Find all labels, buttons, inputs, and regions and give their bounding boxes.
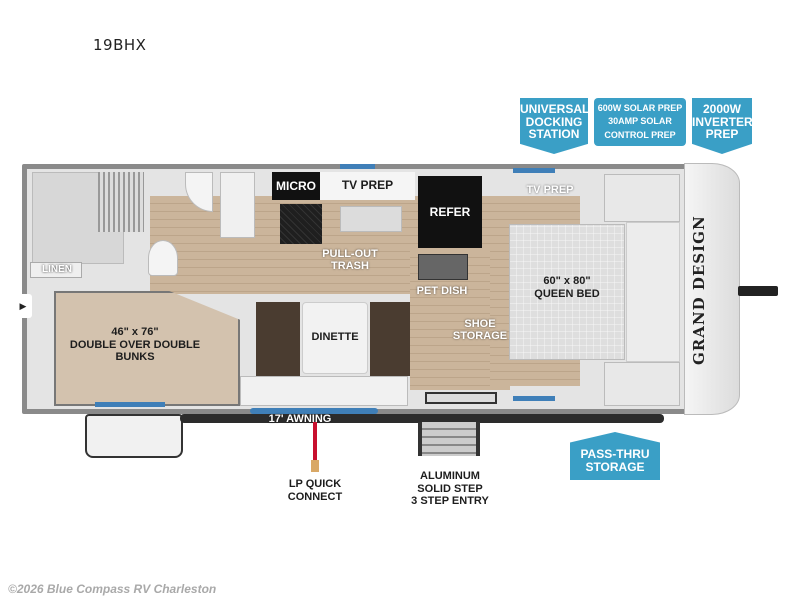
window-bunk [95, 402, 165, 407]
callout-line: STATION [528, 127, 580, 142]
label-bunks: 46" x 76" DOUBLE OVER DOUBLE BUNKS [60, 326, 210, 364]
label-line: SHOE [464, 318, 496, 330]
lp-line [313, 422, 317, 462]
label-line: 60" x 80" [543, 275, 591, 287]
label-shoe-storage: SHOE STORAGE [448, 318, 512, 342]
pantry [220, 172, 255, 238]
model-name: 19BHX [93, 36, 147, 54]
nightstand-panel [626, 222, 680, 362]
shower-curtain [98, 172, 144, 232]
callout-line: UNIVERSAL [520, 102, 590, 117]
callout-universal-docking: UNIVERSAL DOCKING STATION [520, 98, 588, 154]
callout-line: DOCKING [525, 114, 583, 129]
callout-inverter-prep: 2000W INVERTER PREP [692, 98, 752, 154]
window-bedroom-bottom [513, 396, 555, 401]
label-line: CONNECT [287, 490, 343, 503]
label-aluminum-steps: ALUMINUM SOLID STEP 3 STEP ENTRY [404, 470, 496, 508]
label-line: SOLID STEP [417, 482, 483, 495]
label-line: PULL-OUT [322, 248, 378, 260]
dinette-bench-left [256, 302, 300, 376]
linen-cabinet [30, 262, 82, 278]
label-awning: 17' AWNING [268, 413, 332, 425]
label-line: TRASH [331, 260, 369, 273]
copyright-footer: ©2026 Blue Compass RV Charleston [8, 582, 217, 596]
label-refer: REFER [418, 176, 482, 248]
dinette-table [302, 302, 368, 374]
hitch [738, 286, 778, 296]
dinette-storage [240, 376, 408, 406]
label-line: LP QUICK [288, 478, 342, 490]
play-arrow-icon[interactable]: ▶ [14, 294, 32, 318]
callout-line: STORAGE [585, 460, 645, 474]
label-dinette: DINETTE [311, 331, 359, 343]
lp-fitting [311, 460, 319, 472]
label-queen-bed: 60" x 80" QUEEN BED [515, 275, 619, 300]
label-lp-quick-connect: LP QUICK CONNECT [280, 478, 350, 503]
label-line: QUEEN BED [534, 287, 600, 300]
kitchen-sink [340, 206, 402, 232]
front-cap [684, 163, 740, 415]
bunk-beds [54, 291, 240, 406]
label-line: 46" x 76" [111, 326, 159, 338]
callout-line: CONTROL PREP [604, 129, 676, 140]
callout-solar-prep: 600W SOLAR PREP 30AMP SOLAR CONTROL PREP [594, 98, 686, 146]
wardrobe-top [604, 174, 680, 222]
label-line: 3 STEP ENTRY [411, 495, 489, 508]
callout-line: INVERTER [692, 114, 753, 129]
window-bedroom-top [513, 168, 555, 173]
label-tv-prep-kitchen: TV PREP [341, 178, 394, 192]
brand-logo: GRAND DESIGN [690, 215, 708, 365]
window-dinette [250, 408, 378, 414]
toilet [148, 240, 178, 276]
callout-line: PASS-THRU [580, 447, 650, 462]
entry-steps [418, 422, 480, 456]
window-kitchen [340, 164, 375, 169]
pet-dish-drawer [418, 254, 468, 280]
tv-prep-kitchen-panel [320, 172, 415, 200]
label-pullout-trash: PULL-OUT TRASH [320, 248, 380, 272]
label-line: DOUBLE OVER DOUBLE [69, 338, 201, 351]
entry-mat [425, 392, 497, 404]
queen-bed [509, 224, 625, 360]
label-line: BUNKS [115, 351, 155, 364]
stovetop [280, 204, 322, 244]
dinette-bench-right [370, 302, 410, 376]
callout-line: 30AMP SOLAR [608, 116, 672, 127]
label-tv-prep-bedroom: TV PREP [526, 184, 574, 196]
storage-compartment [85, 414, 183, 458]
label-line: STORAGE [452, 330, 508, 343]
callout-line: 2000W [702, 102, 742, 117]
wardrobe-bottom [604, 362, 680, 406]
callout-pass-thru-storage: PASS-THRU STORAGE [570, 432, 660, 480]
label-line: ALUMINUM [420, 470, 480, 482]
label-linen: LINEN [42, 264, 72, 275]
label-pet-dish: PET DISH [416, 285, 468, 297]
callout-line: 600W SOLAR PREP [597, 102, 683, 113]
callout-line: PREP [705, 127, 739, 142]
awning [180, 414, 664, 423]
label-micro: MICRO [272, 172, 320, 200]
